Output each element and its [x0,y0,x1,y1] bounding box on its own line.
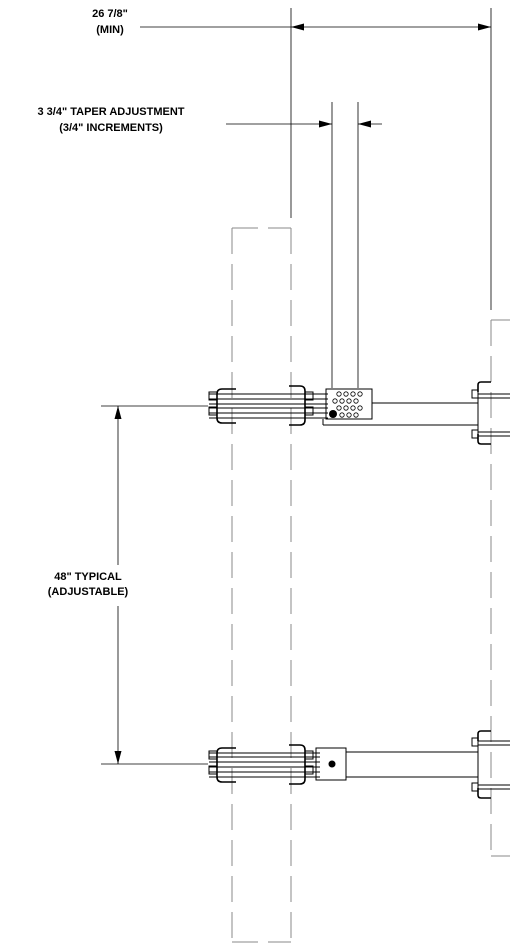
arrowhead-up [114,406,122,419]
top-width-dimension: 26 7/8" (MIN) [92,8,492,310]
lower-adjustment-plate [315,747,347,781]
upper-adjustment-plate [325,388,373,420]
arrowhead-taper-right [358,120,371,128]
taper-label-line2: (3/4" INCREMENTS) [59,122,163,134]
spacing-label-line1: 48" TYPICAL [54,571,122,583]
arrowhead-taper-left [319,120,332,128]
lower-bracket [208,730,510,799]
taper-dimension: 3 3/4" TAPER ADJUSTMENT (3/4" INCREMENTS… [37,102,382,388]
bolt-hole-grid [329,391,363,418]
spacing-dimension: 48" TYPICAL (ADJUSTABLE) [48,405,208,765]
arrowhead-down [114,751,122,764]
taper-label-line1: 3 3/4" TAPER ADJUSTMENT [37,106,184,118]
upper-bracket [208,381,510,445]
spacing-label-line2: (ADJUSTABLE) [48,586,129,598]
top-width-label-line2: (MIN) [96,24,124,36]
left-post-outline [231,227,292,945]
top-width-label-line1: 26 7/8" [92,8,128,20]
right-post-outline [490,319,510,858]
arrowhead-right [478,23,491,31]
arrowhead-left [291,23,304,31]
